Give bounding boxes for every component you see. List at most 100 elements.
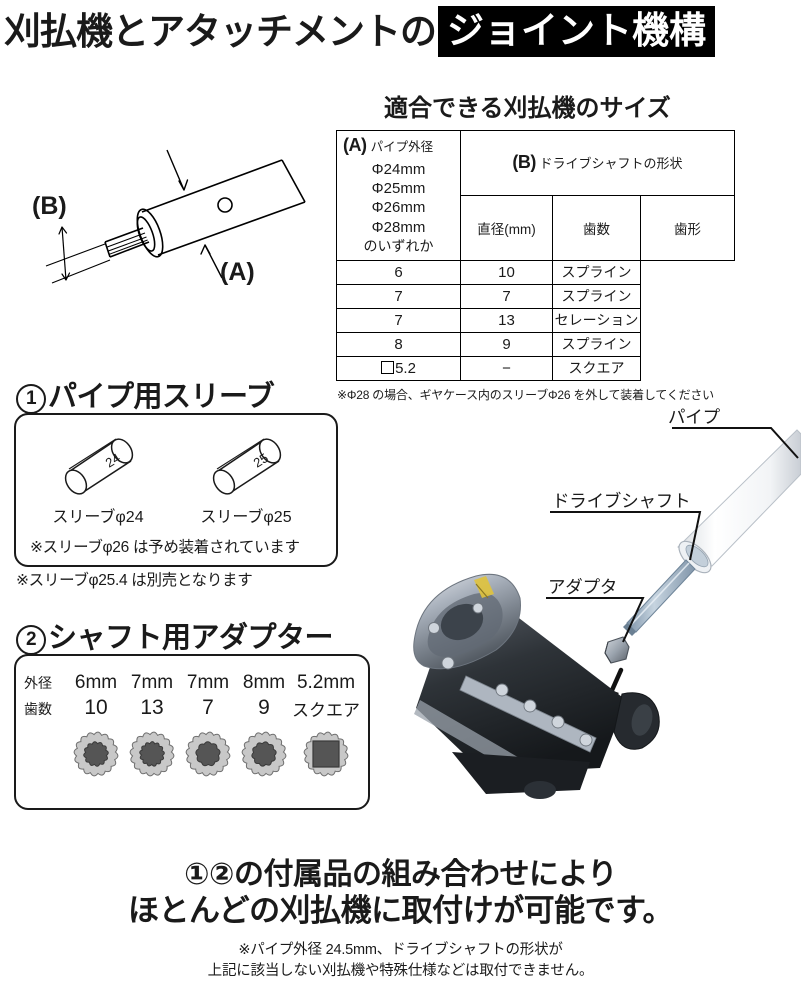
sleeve-caption: スリーブφ24 bbox=[52, 509, 144, 526]
adapter-gear-cell bbox=[68, 723, 124, 785]
section1-panel: 24 スリーブφ24 25 スリーブφ25 ※スリーブφ26 は予め装着されてい… bbox=[14, 413, 338, 567]
adapter-row-label-outer-diameter: 外径 bbox=[24, 675, 52, 691]
sleeve-mark-25: 25 bbox=[251, 450, 271, 470]
adapter-outer-diameter: 7mm bbox=[186, 672, 230, 693]
subheader-diameter: 直径(mm) bbox=[460, 194, 553, 261]
section1-number-icon: 1 bbox=[16, 384, 46, 414]
page-title-bar: 刈払機とアタッチメントの ジョイント機構 bbox=[0, 0, 801, 62]
spec-table-note: ※Φ28 の場合、ギヤケース内のスリーブΦ26 を外して装着してください bbox=[337, 387, 714, 402]
adapter-outer-diameter: 7mm bbox=[130, 672, 174, 693]
conclusion-block: ①②の付属品の組み合わせにより ほとんどの刈払機に取付けが可能です。 ※パイプ外… bbox=[0, 858, 801, 982]
adapter-spec-grid: 外径 6mm 7mm 7mm 8mm 5.2mm 歯数 10 13 7 9 スク… bbox=[24, 672, 360, 785]
adapter-outer-diameter: 6mm bbox=[74, 672, 118, 693]
adapter-gear-icon bbox=[185, 731, 231, 777]
section1-heading-label: パイプ用スリーブ bbox=[48, 381, 275, 413]
title-plain-text: 刈払機とアタッチメントの bbox=[4, 10, 437, 52]
section1-outer-note: ※スリーブφ25.4 は別売となります bbox=[16, 572, 253, 589]
sleeve-item: 24 スリーブφ24 bbox=[28, 429, 168, 527]
cell-teeth: 7 bbox=[460, 283, 553, 309]
cell-shape: スプライン bbox=[552, 259, 641, 285]
sleeve-item: 25 スリーブφ25 bbox=[176, 429, 316, 527]
adapter-gear-icon bbox=[129, 731, 175, 777]
table-row: 6 10 スプライン bbox=[336, 259, 735, 285]
table-row: 5.2 − スクエア bbox=[336, 355, 735, 381]
pipe-size-3: Φ28mm bbox=[371, 218, 426, 236]
cell-diameter: 8 bbox=[336, 331, 461, 357]
subheader-tooth-shape: 歯形 bbox=[640, 194, 735, 261]
cell-diameter: 7 bbox=[336, 283, 461, 309]
cell-teeth: 9 bbox=[460, 331, 553, 357]
adapter-teeth-count: 10 bbox=[84, 696, 108, 719]
joint-mechanism-photo: パイプ ドライブシャフト アダプタ bbox=[390, 370, 801, 840]
adapter-gear-icon bbox=[73, 731, 119, 777]
adapter-gear-icon bbox=[241, 731, 287, 777]
sleeve-caption: スリーブφ25 bbox=[200, 509, 292, 526]
photo-label-pipe: パイプ bbox=[668, 407, 720, 427]
diagram-label-b: (B) bbox=[32, 192, 67, 220]
adapter-piece-graphic bbox=[604, 636, 630, 664]
pipe-size-2: Φ26mm bbox=[371, 199, 426, 217]
section2-number-icon: 2 bbox=[16, 625, 46, 655]
conclusion-notes: ※パイプ外径 24.5mm、ドライブシャフトの形状が 上記に該当しない刈払機や特… bbox=[0, 940, 801, 982]
pipe-graphic bbox=[677, 429, 801, 574]
photo-label-adapter: アダプタ bbox=[548, 577, 618, 597]
cell-teeth: − bbox=[460, 355, 553, 381]
pipe-shaft-technical-diagram: (B) (A) bbox=[10, 120, 340, 310]
cell-diameter: 6 bbox=[336, 259, 461, 285]
pipe-size-0: Φ24mm bbox=[371, 161, 426, 179]
conclusion-note-1: ※パイプ外径 24.5mm、ドライブシャフトの形状が bbox=[238, 942, 563, 959]
spec-table-section: 適合できる刈払機のサイズ (A) パイプ外径 Φ24mm Φ25mm Φ26mm bbox=[336, 88, 792, 403]
photo-illustration bbox=[413, 427, 801, 799]
subheader-teeth-count: 歯数 bbox=[552, 194, 641, 261]
photo-label-drive-shaft: ドライブシャフト bbox=[552, 491, 691, 511]
adapter-row-label-teeth: 歯数 bbox=[24, 700, 52, 717]
adapter-gear-cell bbox=[124, 723, 180, 785]
section2-heading-label: シャフト用アダプター bbox=[48, 622, 334, 654]
cell-shape: スプライン bbox=[552, 283, 641, 309]
col-b-label: ドライブシャフトの形状 bbox=[539, 156, 683, 172]
pipe-size-1: Φ25mm bbox=[371, 180, 426, 198]
adapter-teeth-count: スクエア bbox=[292, 701, 360, 720]
conclusion-line-1: ①②の付属品の組み合わせにより bbox=[184, 858, 617, 891]
square-shape-icon bbox=[381, 360, 395, 374]
section1-inner-note: ※スリーブφ26 は予め装着されています bbox=[30, 539, 300, 556]
adapter-gear-cell bbox=[180, 723, 236, 785]
col-a-mark: (A) bbox=[343, 135, 367, 155]
adapter-outer-diameter: 8mm bbox=[242, 672, 286, 693]
cell-diameter-value: 5.2 bbox=[395, 359, 416, 377]
sleeve-25-illustration: 25 bbox=[212, 438, 282, 495]
title-highlight-text: ジョイント機構 bbox=[438, 5, 715, 57]
cell-shape: セレーション bbox=[552, 307, 641, 333]
diagram-label-a: (A) bbox=[220, 258, 255, 286]
cell-shape: スクエア bbox=[552, 355, 641, 381]
col-b-group-header: (B) ドライブシャフトの形状 bbox=[460, 130, 735, 196]
cell-diameter: 5.2 bbox=[336, 355, 461, 381]
adapter-square-cell bbox=[292, 723, 360, 785]
compatible-sizes-table: (A) パイプ外径 Φ24mm Φ25mm Φ26mm Φ28mm のいずれか … bbox=[336, 130, 735, 381]
cell-shape: スプライン bbox=[552, 331, 641, 357]
table-row: 8 9 スプライン bbox=[336, 331, 735, 357]
adapter-teeth-count: 7 bbox=[202, 696, 214, 719]
adapter-outer-diameter: 5.2mm bbox=[296, 672, 356, 693]
spec-table-heading: 適合できる刈払機のサイズ bbox=[384, 95, 671, 122]
cell-diameter: 7 bbox=[336, 307, 461, 333]
adapter-square-icon bbox=[303, 731, 349, 777]
cell-teeth: 13 bbox=[460, 307, 553, 333]
cell-teeth: 10 bbox=[460, 259, 553, 285]
section2-panel: 外径 6mm 7mm 7mm 8mm 5.2mm 歯数 10 13 7 9 スク… bbox=[14, 654, 370, 810]
adapter-teeth-count: 13 bbox=[140, 696, 164, 719]
col-a-label: パイプ外径 bbox=[370, 140, 434, 154]
table-row: 7 13 セレーション bbox=[336, 307, 735, 333]
adapter-teeth-count: 9 bbox=[258, 696, 270, 719]
table-header-row-group: (A) パイプ外径 Φ24mm Φ25mm Φ26mm Φ28mm のいずれか … bbox=[336, 130, 735, 261]
photo-leader-lines bbox=[546, 427, 799, 643]
sleeve-mark-24: 24 bbox=[103, 450, 123, 470]
sleeve-24-illustration: 24 bbox=[64, 438, 134, 495]
pipe-size-suffix: のいずれか bbox=[363, 237, 434, 254]
table-row: 7 7 スプライン bbox=[336, 283, 735, 309]
col-b-mark: (B) bbox=[512, 152, 536, 173]
table-subheader-row: 直径(mm) 歯数 歯形 bbox=[337, 194, 735, 261]
conclusion-line-2: ほとんどの刈払機に取付けが可能です。 bbox=[128, 892, 673, 928]
